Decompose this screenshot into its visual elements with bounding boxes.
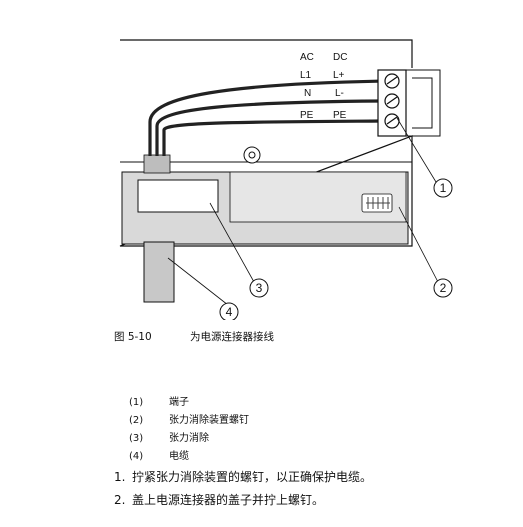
label-dc: L- [335,88,344,99]
strain-relief-window [137,179,219,213]
col-header-ac: AC [300,52,314,63]
cable [143,241,175,303]
callout-4: 4 [219,302,239,320]
wiring-diagram: AC DC L1 L+ N L- PE PE 1 2 3 4 [119,39,453,320]
instruction-step: 1. 拧紧张力消除装置的螺钉，以正确保护电缆。 [114,468,372,485]
callout-1: 1 [433,178,453,198]
terminal-screw-icon [384,93,400,109]
legend-text: 电缆 [169,451,189,462]
svg-text:1: 1 [440,181,447,195]
label-dc: L+ [333,70,345,81]
terminal-plug [406,69,441,137]
instruction-step: 2. 盖上电源连接器的盖子并拧上螺钉。 [114,491,324,508]
legend-text: 端子 [169,397,189,408]
legend-item: (3) 张力消除 [129,429,209,444]
legend-item: (4) 电缆 [129,447,189,462]
callout-3: 3 [249,278,269,298]
legend-num: (1) [129,397,144,408]
wire-pe [162,119,386,156]
legend-num: (3) [129,433,144,444]
step-text: 拧紧张力消除装置的螺钉，以正确保护电缆。 [132,470,373,484]
label-ac: PE [300,110,314,121]
step-number: 2. [114,493,126,507]
label-ac: L1 [300,70,312,81]
svg-text:3: 3 [256,281,263,295]
step-text: 盖上电源连接器的盖子并拧上螺钉。 [132,493,325,507]
wire-n [155,99,386,156]
terminal-screw-icon [384,113,400,129]
col-header-dc: DC [333,52,347,63]
legend-num: (4) [129,451,144,462]
cable-sheath [143,154,171,174]
callout-2: 2 [433,278,453,298]
legend-item: (2) 张力消除装置螺钉 [129,411,249,426]
legend-text: 张力消除 [169,433,209,444]
step-number: 1. [114,470,126,484]
legend-num: (2) [129,415,144,426]
screw-thread-icon [366,197,390,209]
figure-number: 图 5-10 [114,331,152,343]
legend-text: 张力消除装置螺钉 [169,415,249,426]
svg-text:2: 2 [440,281,447,295]
figure-caption: 为电源连接器接线 [190,331,274,343]
svg-text:4: 4 [226,305,233,319]
terminal-screw-icon [384,73,400,89]
legend-item: (1) 端子 [129,393,189,408]
label-ac: N [304,88,311,99]
label-dc: PE [333,110,347,121]
wire-l1 [148,79,386,156]
